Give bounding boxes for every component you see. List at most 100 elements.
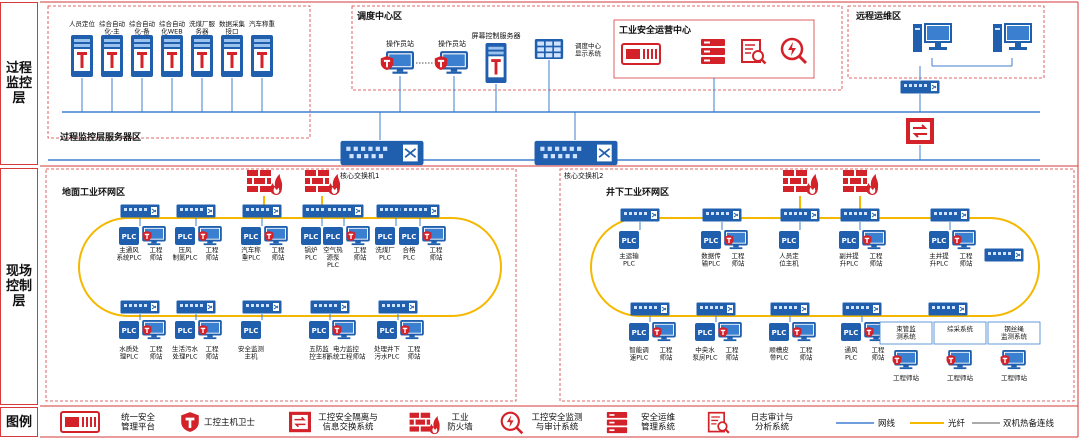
plc-icon [175,321,195,339]
plc-icon [301,227,321,245]
firewall-icon [783,170,819,195]
plc-icon [241,227,261,245]
plc-label: 生活污水处理PLC [172,344,199,361]
plc-label: 副井提升PLC [839,251,859,268]
plc-icon [119,227,139,245]
zone-title-security-ops: 工业安全运营中心 [619,24,691,36]
server-label: 综合自动化WEB [159,19,186,36]
core-switch-2-label: 核心交换机2 [564,171,603,180]
server-icon [251,35,273,77]
zone-dispatch [351,5,843,91]
server-icon [221,35,243,77]
zone-title-underground-ring: 井下工业环网区 [606,186,669,198]
legend-network-label: 网线 [878,418,896,429]
ring-switch-icon [984,248,1024,262]
plc-label: 安全监测主机 [238,344,265,361]
server-label: 综合自动化-主 [99,19,126,36]
legend-guard-icon [181,412,199,432]
ring-switch-icon [176,204,216,218]
ring-switch-icon [120,204,160,218]
log-audit-icon [740,38,767,65]
legend-platform-label: 统一安全管理平台 [121,412,156,433]
workstation-label: 工程师站 [947,373,974,382]
workstation-label: 工程师站 [660,345,674,362]
legend-firewall-label: 工业防火墙 [447,412,473,433]
ring-switch-icon [780,208,820,222]
zone-remote-ops [847,5,1045,79]
ring-switch-icon [176,300,216,314]
security-platform-icon [621,42,661,66]
server-icon [101,35,123,77]
server-icon [71,35,93,77]
plc-label: 顺槽皮带PLC [769,345,789,362]
zone-title-ground-ring: 地面工业环网区 [62,186,125,198]
remote-workstation-icon [912,23,952,53]
legend-isolation-label: 工控安全隔离与信息交换系统 [318,412,378,433]
workstation-label: 工程师站 [1001,373,1028,382]
workstation-label: 工程师站 [893,373,920,382]
legend-ops-label: 安全运维管理系统 [641,412,676,433]
op-station-label: 操作员站 [438,39,466,48]
legend-isolation-icon [288,411,312,433]
plc-icon [119,321,139,339]
workstation-label: 工程师站 [872,345,886,362]
dispatch-group: 操作员站操作员站屏幕控制服务器调度中心显示系统 [380,31,602,112]
server-label: 洗煤厂服务器 [189,19,216,36]
ring-switch-icon [630,302,670,316]
plc-label: 五防监控主机 [309,344,329,361]
ground-ring-fiber [78,217,502,317]
legend-hotstandby-label: 双机热备连线 [1003,418,1055,429]
legend-fiber-label: 光纤 [948,418,966,429]
plc-icon [839,231,859,249]
plc-icon [629,323,649,341]
display-wall-icon [534,39,564,59]
ring-switch-icon [840,208,880,222]
plc-icon [175,227,195,245]
op-station-label: 操作员站 [386,39,414,48]
legend-platform-icon [60,411,100,433]
plc-label: 智能调速PLC [629,345,649,362]
legend-audit-icon [500,411,524,435]
plc-label: 处理井下污水PLC [374,344,401,361]
plc-icon [779,231,799,249]
underground-ring-fiber [590,217,1040,317]
zone-title-dispatch: 调度中心区 [357,10,402,22]
workstation-label: 电力监控系统工程师站 [327,344,367,361]
plc-icon [375,227,395,245]
plc-icon [695,323,715,341]
zone-underground-ring [559,168,1075,402]
plc-label: 压风制氮PLC [172,246,198,262]
ring-switch-icon [242,300,282,314]
server-label: 综合自动化-备 [129,19,156,36]
screen-server-icon [485,42,507,84]
legend-firewall-icon [409,412,440,435]
legend: 统一安全管理平台工控主机卫士工控安全隔离与信息交换系统工业防火墙工控安全监测与审… [60,411,1055,435]
legend-log-icon [707,411,731,435]
workstation-label: 工程师站 [732,251,746,268]
ring-switch-icon [842,302,882,316]
layer-label-process: 过程 监控 层 [0,2,38,165]
ring-switch-icon [702,208,742,222]
layer-label-legend: 图例 [0,407,38,437]
plc-icon [377,321,397,339]
workstation-label: 工程师站 [206,344,220,361]
plc-label: 中央水泵房PLC [692,345,718,362]
plc-icon [769,323,789,341]
zone-title-process-server: 过程监控层服务器区 [60,131,141,143]
ring-switch-icon [930,208,970,222]
frame-lines [40,1,1079,438]
ring-switch-icon [242,204,282,218]
system-box [987,321,1041,345]
server-icon [131,35,153,77]
plc-label: 汽车称重PLC [241,245,261,262]
zone-ground-ring [45,168,517,402]
plc-label: 主通风系统PLC [116,245,142,262]
security-ops-group [621,37,808,112]
ring-switch-icon [378,300,418,314]
